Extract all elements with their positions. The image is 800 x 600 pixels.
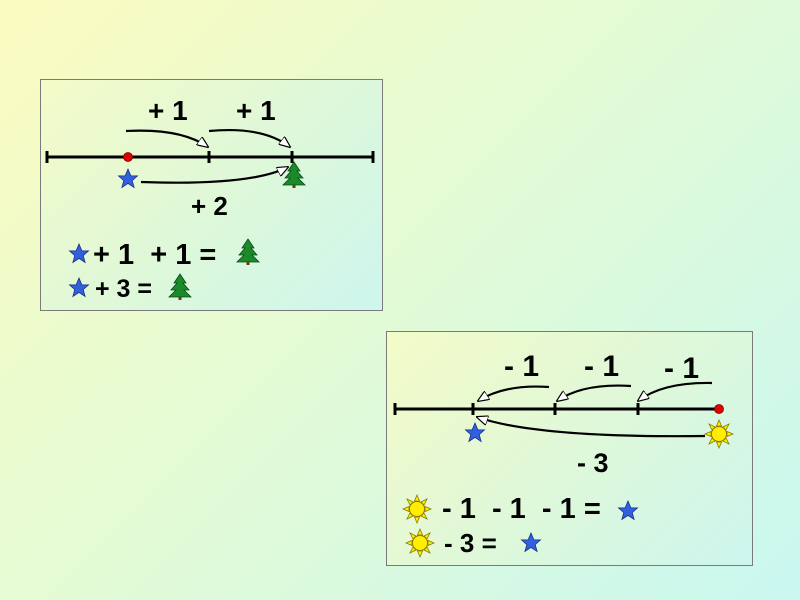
arc-label-plus-one: + 1: [236, 95, 276, 126]
addition-number-line-diagram: [45, 128, 375, 301]
plus-two-arc-arrow: [140, 167, 288, 184]
subtraction-panel: - 1 - 1 - 1 - 3 - 1 - 1 - 1 = - 3 =: [386, 331, 753, 566]
arc-label-minus-three: - 3: [577, 448, 609, 478]
arc-label-minus-one: - 1: [504, 350, 540, 383]
plus-one-arc-arrow: [125, 129, 208, 147]
arc-label-minus-one: - 1: [584, 350, 620, 383]
addition-panel: + 1 + 1 + 2 + 1 + 1 = + 3 =: [40, 79, 383, 311]
subtraction-number-line-diagram: [393, 381, 734, 558]
arc-label-plus-one: + 1: [148, 95, 188, 126]
arc-label-plus-two: + 2: [191, 191, 228, 221]
start-point-dot: [714, 404, 724, 414]
minus-one-arc-arrow: [557, 384, 632, 401]
yellow-sun-icon: [402, 494, 432, 524]
arc-label-minus-one: - 1: [664, 352, 700, 385]
minus-three-arc-arrow: [477, 417, 706, 438]
blue-star-icon: [465, 422, 485, 442]
yellow-sun-icon: [405, 528, 435, 558]
blue-star-icon: [69, 277, 89, 297]
plus-one-arc-arrow: [208, 128, 290, 147]
blue-star-icon: [618, 500, 638, 520]
green-fir-tree-icon: [282, 161, 306, 189]
minus-one-arc-arrow: [638, 381, 713, 401]
equation-single-subtraction: - 3 =: [444, 528, 497, 558]
start-point-dot: [123, 152, 133, 162]
equation-repeated-addition: + 1 + 1 =: [93, 239, 217, 271]
minus-one-arc-arrow: [478, 385, 550, 401]
equation-repeated-subtraction: - 1 - 1 - 1 =: [442, 493, 601, 525]
blue-star-icon: [118, 168, 138, 188]
equation-single-addition: + 3 =: [95, 275, 152, 303]
green-fir-tree-icon: [236, 238, 260, 266]
green-fir-tree-icon: [168, 273, 192, 301]
yellow-sun-icon: [704, 419, 734, 449]
blue-star-icon: [521, 532, 541, 552]
blue-star-icon: [69, 243, 89, 263]
